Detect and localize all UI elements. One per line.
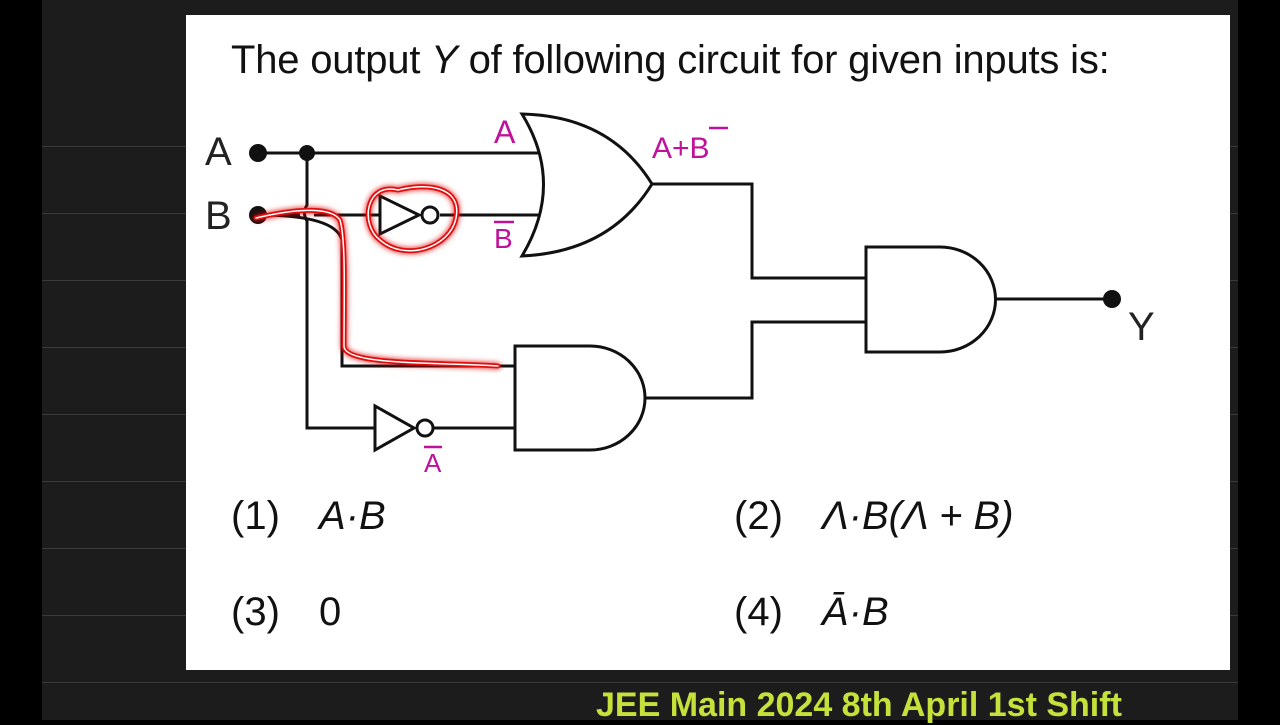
and-gate-lower bbox=[513, 344, 647, 452]
wire-a-branch bbox=[303, 153, 375, 430]
annot-b-bar: B bbox=[494, 223, 513, 254]
question-var-y: Y bbox=[431, 38, 458, 82]
option-1[interactable]: (1)A·B bbox=[231, 494, 386, 538]
exam-source-label: JEE Main 2024 8th April 1st Shift bbox=[596, 686, 1122, 724]
junction-node bbox=[299, 145, 315, 161]
wire-b-branch bbox=[257, 213, 515, 368]
left-margin bbox=[0, 0, 42, 720]
annot-a-bar: A bbox=[424, 448, 442, 478]
option-2[interactable]: (2)Λ·B(Λ + B) bbox=[734, 494, 1014, 538]
input-a-node bbox=[249, 144, 267, 162]
annot-bars bbox=[424, 126, 728, 449]
board-line bbox=[42, 682, 1238, 683]
wire-and-out bbox=[645, 320, 866, 400]
annot-or-out: A+B bbox=[652, 132, 710, 165]
annot-a: A bbox=[494, 114, 516, 150]
option-3[interactable]: (3)0 bbox=[231, 590, 342, 634]
wire-or-out bbox=[652, 182, 866, 280]
question-text: The output Y of following circuit for gi… bbox=[231, 38, 1110, 82]
output-y-label: Y bbox=[1128, 305, 1155, 349]
and-gate-final bbox=[864, 245, 997, 354]
right-margin bbox=[1238, 0, 1280, 720]
not-gate-b bbox=[378, 193, 440, 237]
input-a-label: A bbox=[205, 130, 232, 174]
option-4[interactable]: (4)Ā·B bbox=[734, 590, 889, 634]
input-b-label: B bbox=[205, 194, 232, 238]
output-y-node bbox=[1103, 290, 1121, 308]
question-card bbox=[186, 15, 1230, 670]
footer-bar bbox=[42, 683, 1238, 720]
or-gate bbox=[519, 112, 654, 258]
not-gate-a bbox=[373, 403, 435, 453]
